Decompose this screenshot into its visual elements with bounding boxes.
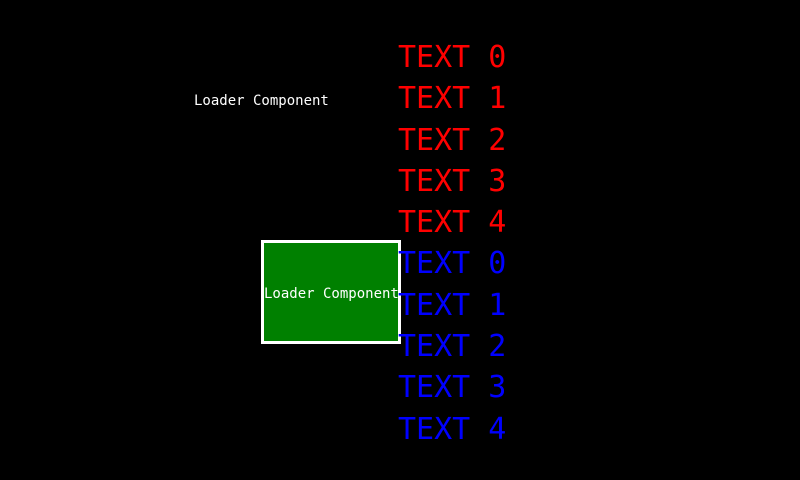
loader-component-label: Loader Component — [194, 93, 329, 109]
list-item[interactable]: TEXT 4 — [398, 205, 507, 241]
list-item[interactable]: TEXT 2 — [398, 122, 507, 158]
loader-panel-label: Loader Component — [264, 286, 399, 302]
text-list: TEXT 0 TEXT 1 TEXT 2 TEXT 3 TEXT 4 TEXT … — [398, 37, 506, 450]
list-item[interactable]: TEXT 3 — [398, 370, 507, 406]
list-item[interactable]: TEXT 0 — [398, 40, 507, 75]
list-item[interactable]: TEXT 1 — [398, 81, 507, 117]
list-item[interactable]: TEXT 1 — [398, 287, 507, 323]
loader-panel[interactable]: Loader Component — [261, 240, 401, 344]
list-item[interactable]: TEXT 0 — [398, 246, 507, 282]
list-item[interactable]: TEXT 3 — [398, 163, 507, 199]
list-item[interactable]: TEXT 2 — [398, 329, 507, 365]
list-item[interactable]: TEXT 4 — [398, 411, 507, 447]
